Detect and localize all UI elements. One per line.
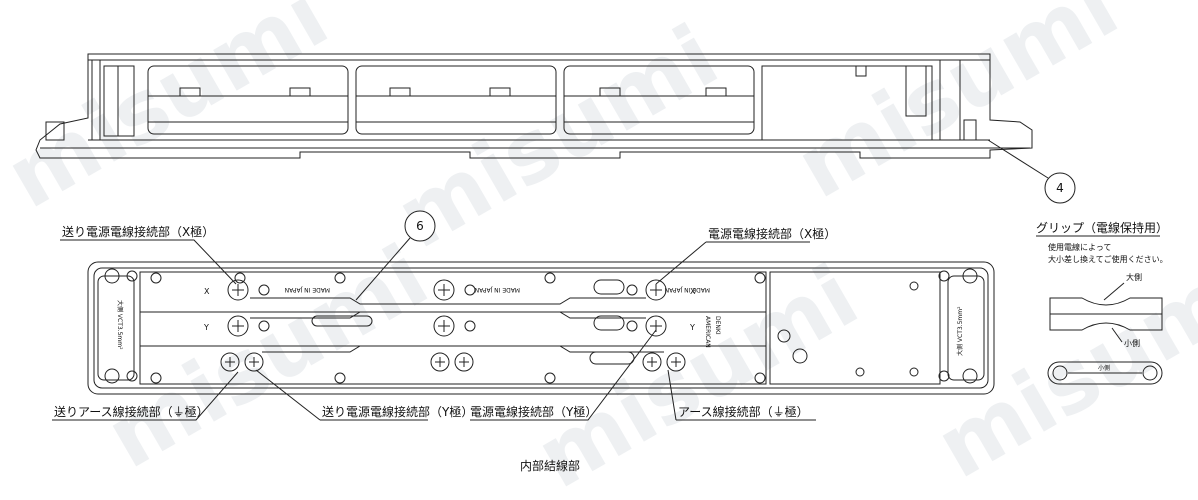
- watermark-text-1: misumi: [0, 0, 344, 228]
- label-earth: アース線接続部（⏚極）: [678, 404, 809, 419]
- label-internal-wiring: 内部結線部: [520, 458, 580, 473]
- callout-6-number: 6: [416, 219, 424, 233]
- grip-small-side-mark: 小側: [1098, 364, 1110, 372]
- watermark-text-3: misumi: [781, 0, 1135, 218]
- side-view: [35, 53, 1033, 159]
- callout-4-number: 4: [1056, 181, 1064, 195]
- rating-text-left: 大側 VCT3.5mm²: [116, 300, 124, 350]
- grip-title: グリップ（電線保持用）: [1036, 220, 1168, 235]
- terminal-mark-x-right: X: [690, 287, 696, 296]
- grip-note-line1: 使用電線によって: [1048, 242, 1111, 252]
- brand-text-1: AMERICAN: [704, 316, 711, 348]
- module-block-1: [147, 65, 349, 135]
- grip-detail: グリップ（電線保持用） 使用電線によって 大小差し換えてご使用ください。 大側 …: [1036, 220, 1168, 385]
- grip-note-line2: 大小差し換えてご使用ください。: [1048, 254, 1168, 264]
- grip-large-side-label: 大側: [1126, 272, 1142, 282]
- terminal-mark-x-left: X: [204, 287, 210, 296]
- module-block-3: [563, 65, 755, 135]
- made-in-japan-1: MADE IN JAPAN: [285, 286, 330, 293]
- module-block-2: [355, 65, 557, 135]
- label-send-power-x: 送り電源電線接続部（X極）: [62, 224, 214, 239]
- label-power-y: 電源電線接続部（Y極）: [470, 404, 597, 419]
- callout-4: 4: [987, 139, 1076, 204]
- device-markings: X Y X Y MADE IN JAPAN MADE IN JAPAN MADE…: [116, 286, 964, 356]
- label-send-power-y: 送り電源電線接続部（Y極）: [322, 404, 473, 419]
- label-power-x: 電源電線接続部（X極）: [708, 226, 836, 241]
- grip-small-side-label: 小側: [1124, 338, 1140, 348]
- watermark-text-4: misumi: [91, 226, 445, 488]
- rating-text-right: 大側 VCT3.5mm²: [956, 306, 964, 356]
- brand-text-2: DENKI: [714, 316, 721, 335]
- leader-lines: [52, 239, 816, 421]
- part-labels: 送り電源電線接続部（X極） 電源電線接続部（X極） 送りアース線接続部（⏚極） …: [54, 224, 836, 473]
- grip-side-view: [1047, 361, 1163, 385]
- terminal-mark-y-right: Y: [689, 323, 695, 332]
- grip-top-view: [1049, 297, 1163, 331]
- callout-6: 6: [355, 210, 436, 301]
- terminal-mark-y-left: Y: [203, 323, 209, 332]
- made-in-japan-3: MADE IN JAPAN: [665, 286, 710, 293]
- made-in-japan-2: MADE IN JAPAN: [475, 286, 520, 293]
- label-send-earth: 送りアース線接続部（⏚極）: [54, 404, 209, 419]
- plan-view: [87, 261, 995, 395]
